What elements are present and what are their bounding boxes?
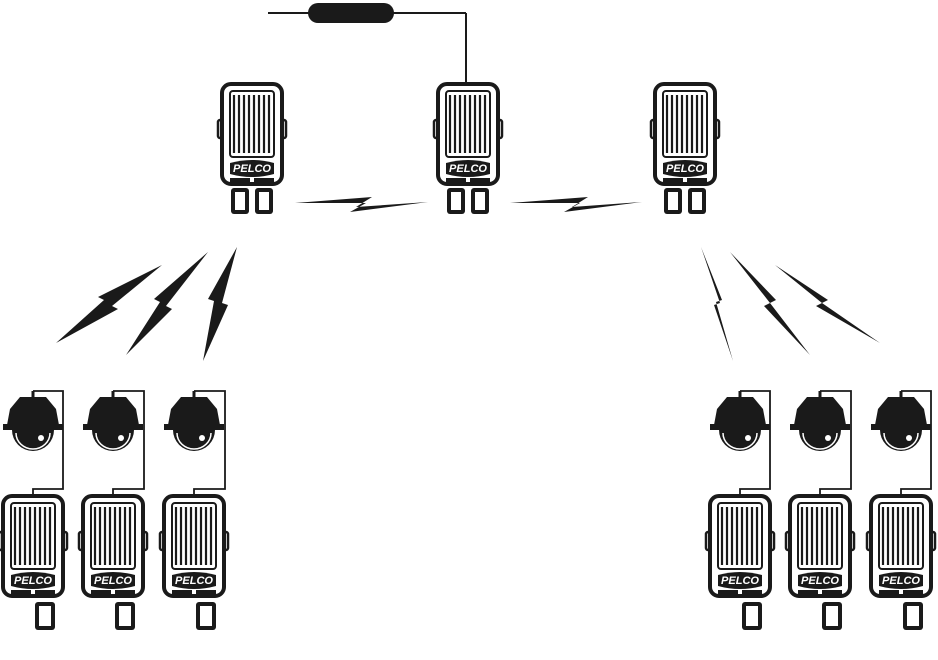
dome-camera (790, 391, 850, 451)
camera-station-right-1: PELCO (706, 391, 774, 630)
remote-radio: PELCO (867, 496, 935, 630)
brand-label: PELCO (882, 575, 920, 587)
remote-radio: PELCO (0, 496, 67, 630)
brand-label: PELCO (233, 163, 271, 175)
base-radio-right: PELCO (651, 84, 719, 214)
camera-station-left-2: PELCO (79, 391, 147, 630)
lightning-bolt-icon (295, 197, 428, 212)
remote-radio: PELCO (79, 496, 147, 630)
remote-radio: PELCO (706, 496, 774, 630)
brand-label: PELCO (14, 575, 52, 587)
camera-station-right-2: PELCO (786, 391, 854, 630)
remote-radio: PELCO (786, 496, 854, 630)
camera-station-right-3: PELCO (867, 391, 935, 630)
brand-label: PELCO (721, 575, 759, 587)
dome-camera (710, 391, 770, 451)
camera-station-left-1: PELCO (0, 391, 67, 630)
base-radio-center: PELCO (434, 84, 502, 214)
base-radio-left: PELCO (218, 84, 286, 214)
dome-camera (871, 391, 931, 451)
brand-label: PELCO (801, 575, 839, 587)
lightning-bolt-icon (730, 252, 810, 355)
dome-camera (164, 391, 224, 451)
lightning-bolt-icon (203, 247, 237, 361)
brand-label: PELCO (449, 163, 487, 175)
dome-camera (83, 391, 143, 451)
brand-label: PELCO (666, 163, 704, 175)
brand-label: PELCO (94, 575, 132, 587)
dome-camera (3, 391, 63, 451)
network-cable (268, 3, 466, 90)
network-cable-connector (308, 3, 394, 23)
lightning-bolt-icon (510, 197, 642, 212)
camera-station-left-3: PELCO (160, 391, 228, 630)
remote-radio: PELCO (160, 496, 228, 630)
brand-label: PELCO (175, 575, 213, 587)
lightning-bolt-icon (126, 252, 208, 355)
lightning-bolt-icon (701, 247, 733, 361)
